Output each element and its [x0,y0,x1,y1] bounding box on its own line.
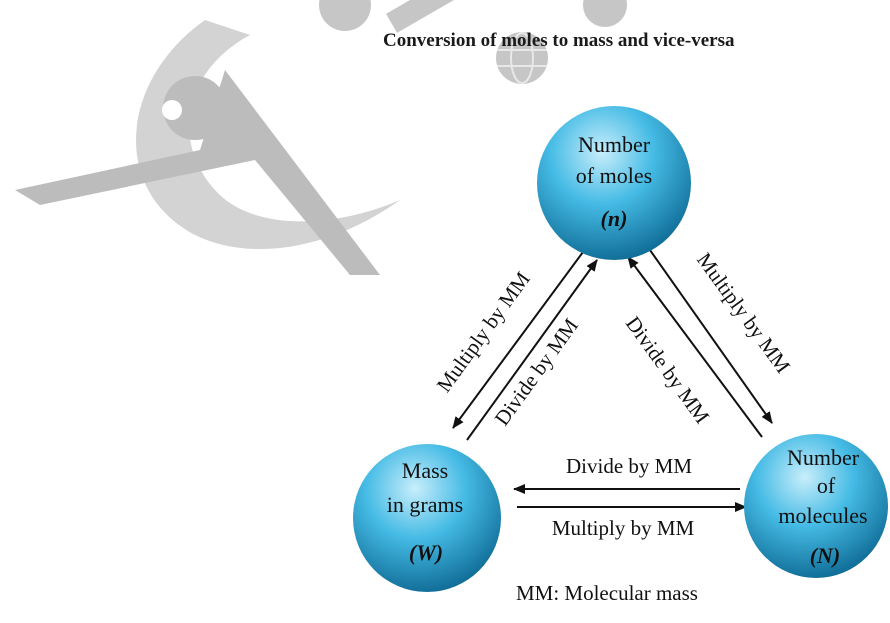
watermark-globe [496,32,548,84]
sphere-molecules [744,434,888,578]
arrow-molecules-to-moles [627,256,763,438]
diagram-title: Conversion of moles to mass and vice-ver… [383,30,735,51]
node-mass-line2: in grams [387,492,463,517]
node-molecules-line1: Number [787,445,860,470]
watermark-dot [319,0,371,31]
node-molecules-line3: molecules [778,503,867,528]
arrow-mass-to-moles [466,259,598,441]
watermark-dot [583,0,627,27]
footnote: MM: Molecular mass [516,581,698,605]
node-molecules-symbol: (N) [810,543,841,568]
node-moles-symbol: (n) [601,206,628,231]
node-mass-line1: Mass [402,458,448,483]
arrow-moles-to-mass [452,251,584,429]
watermark-figure [15,70,380,275]
node-mass-symbol: (W) [409,540,443,565]
label-molecules-to-mass: Divide by MM [566,454,692,478]
sphere-mass [353,444,501,592]
label-mass-to-molecules: Multiply by MM [552,516,695,540]
arrow-moles-to-molecules [644,242,773,424]
node-molecules-line2: of [817,473,836,498]
node-moles-line1: Number [578,132,651,157]
node-molecules: Number of molecules (N) [744,434,888,578]
label-molecules-to-moles: Divide by MM [621,312,715,428]
label-mass-to-moles: Divide by MM [490,314,584,430]
node-mass: Mass in grams (W) [353,444,501,592]
node-moles: Number of moles (n) [537,106,691,260]
sphere-moles [537,106,691,260]
watermark-head [163,76,227,140]
node-moles-line2: of moles [576,163,652,188]
label-moles-to-molecules: Multiply by MM [692,248,795,378]
